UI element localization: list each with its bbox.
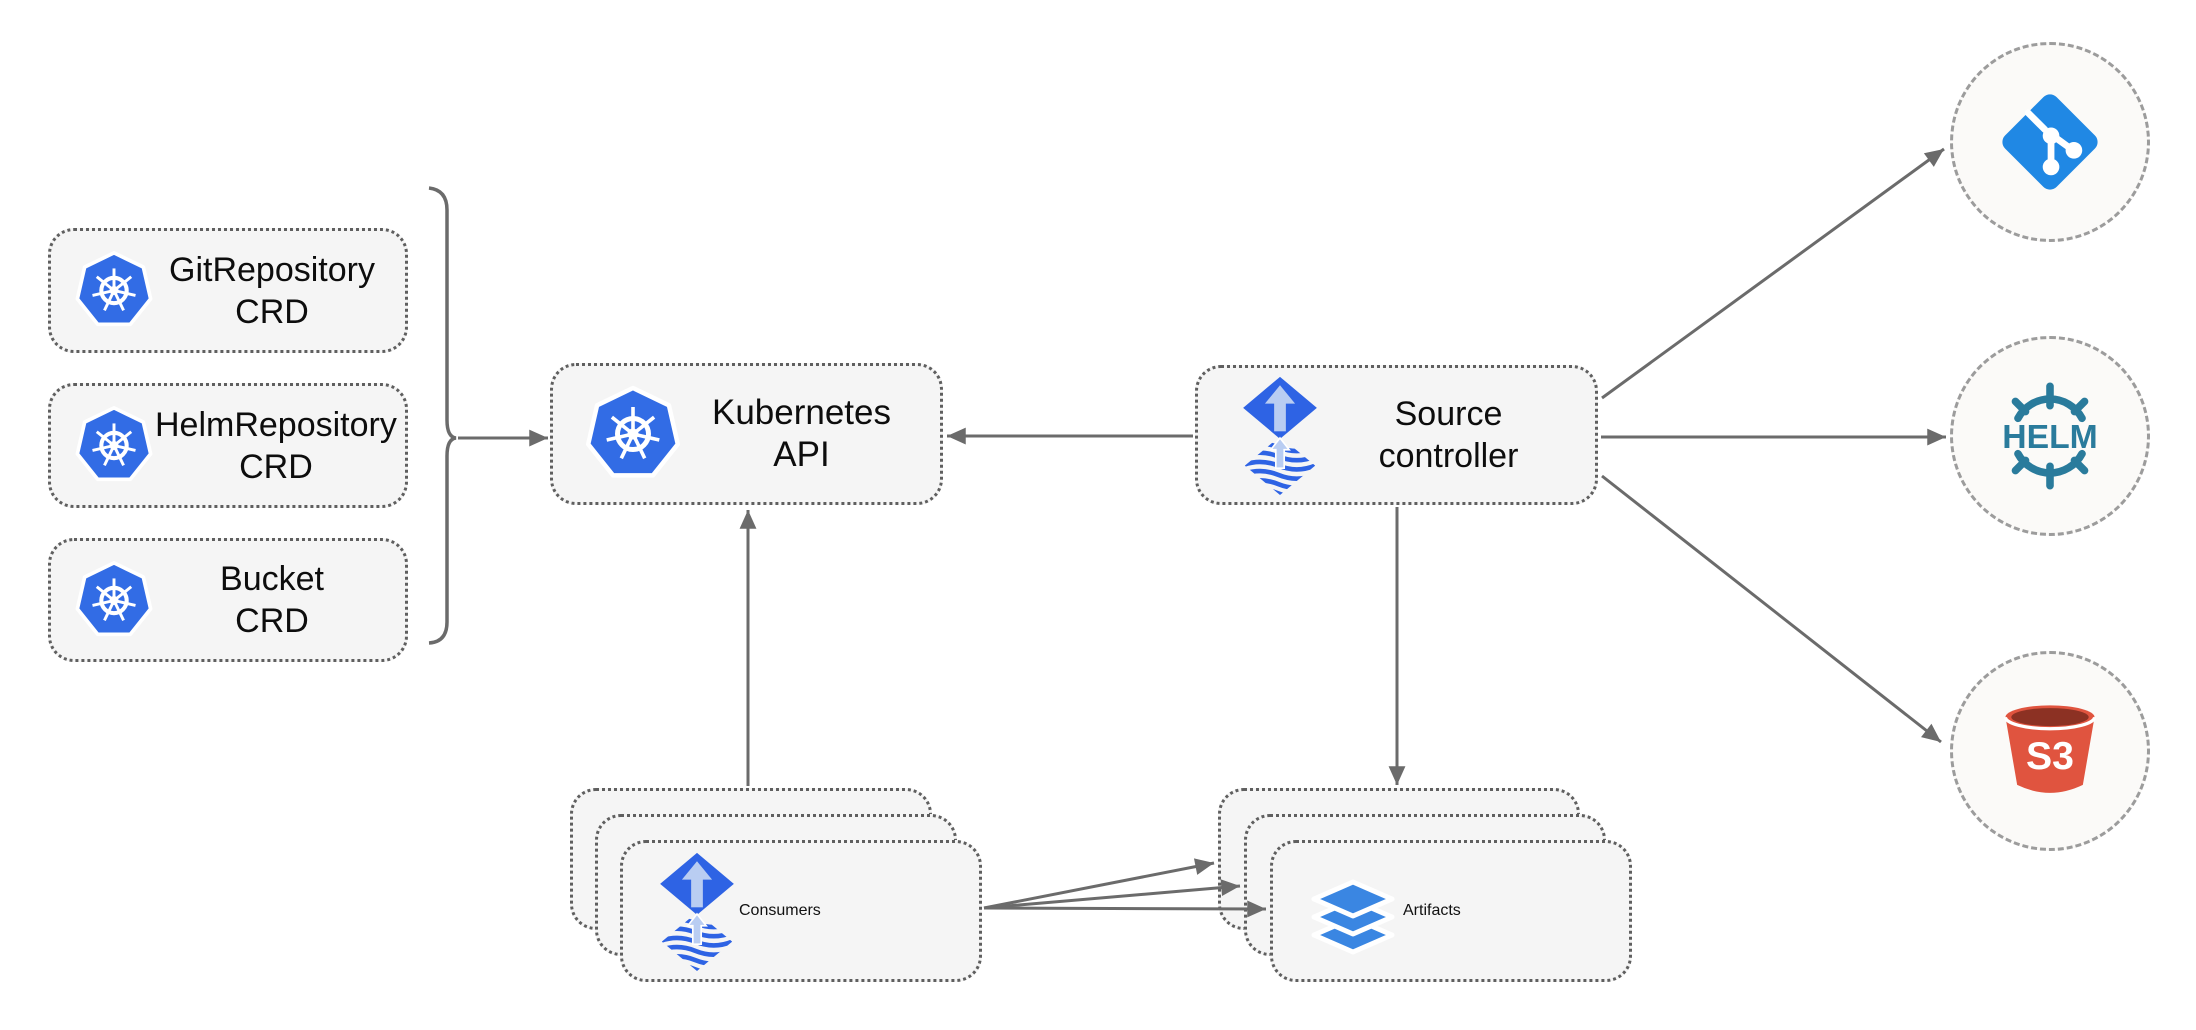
edge-source-controller-to-git xyxy=(1601,147,1945,400)
node-label: Consumers xyxy=(739,902,821,919)
edge-source-controller-to-s3 xyxy=(1601,474,1942,744)
artifacts-node: Artifacts xyxy=(1270,840,1632,982)
source-controller-node: Source controller xyxy=(1195,365,1598,505)
git-icon xyxy=(1998,90,2102,194)
git-source-circle xyxy=(1950,42,2150,242)
s3-bucket-icon: S3 xyxy=(1997,698,2103,804)
node-label: Kubernetes API xyxy=(711,393,892,474)
flux-source-icon xyxy=(655,852,739,971)
helm-logo-text: HELM xyxy=(2002,418,2097,456)
node-label: HelmRepository CRD xyxy=(155,404,397,488)
helm-source-circle: HELM xyxy=(1950,336,2150,536)
node-label-line2: CRD xyxy=(239,447,313,486)
node-label-line1: Source xyxy=(1394,395,1503,433)
s3-logo-text: S3 xyxy=(2026,735,2074,778)
layers-icon xyxy=(1303,861,1403,961)
node-label: Artifacts xyxy=(1403,902,1461,919)
helm-icon: HELM xyxy=(1991,377,2109,495)
consumers-node: Consumers xyxy=(620,840,982,982)
gitrepository-crd-node: GitRepository CRD xyxy=(48,228,408,353)
flux-source-icon xyxy=(1238,376,1322,495)
bucket-crd-node: Bucket CRD xyxy=(48,538,408,662)
node-label: Bucket CRD xyxy=(155,558,389,642)
edge-consumers-to-artifacts-middle xyxy=(983,879,1241,910)
node-label-line2: CRD xyxy=(235,602,309,640)
s3-source-circle: S3 xyxy=(1950,651,2150,851)
node-label-line1: HelmRepository xyxy=(155,405,397,444)
edge-consumers-to-artifacts-back xyxy=(983,858,1215,910)
crd-group-brace xyxy=(428,186,457,645)
kubernetes-api-node: Kubernetes API xyxy=(550,363,943,505)
node-label-line2: CRD xyxy=(235,292,309,331)
node-label-line1: GitRepository xyxy=(169,250,375,289)
node-label: GitRepository CRD xyxy=(155,249,389,333)
node-label-line2: controller xyxy=(1378,437,1519,475)
kubernetes-icon xyxy=(73,403,155,488)
kubernetes-icon xyxy=(73,248,155,333)
kubernetes-icon xyxy=(583,382,683,486)
node-label-line1: Bucket xyxy=(220,560,324,598)
helmrepository-crd-node: HelmRepository CRD xyxy=(48,383,408,508)
kubernetes-icon xyxy=(73,558,155,643)
node-label: Source controller xyxy=(1322,393,1575,477)
